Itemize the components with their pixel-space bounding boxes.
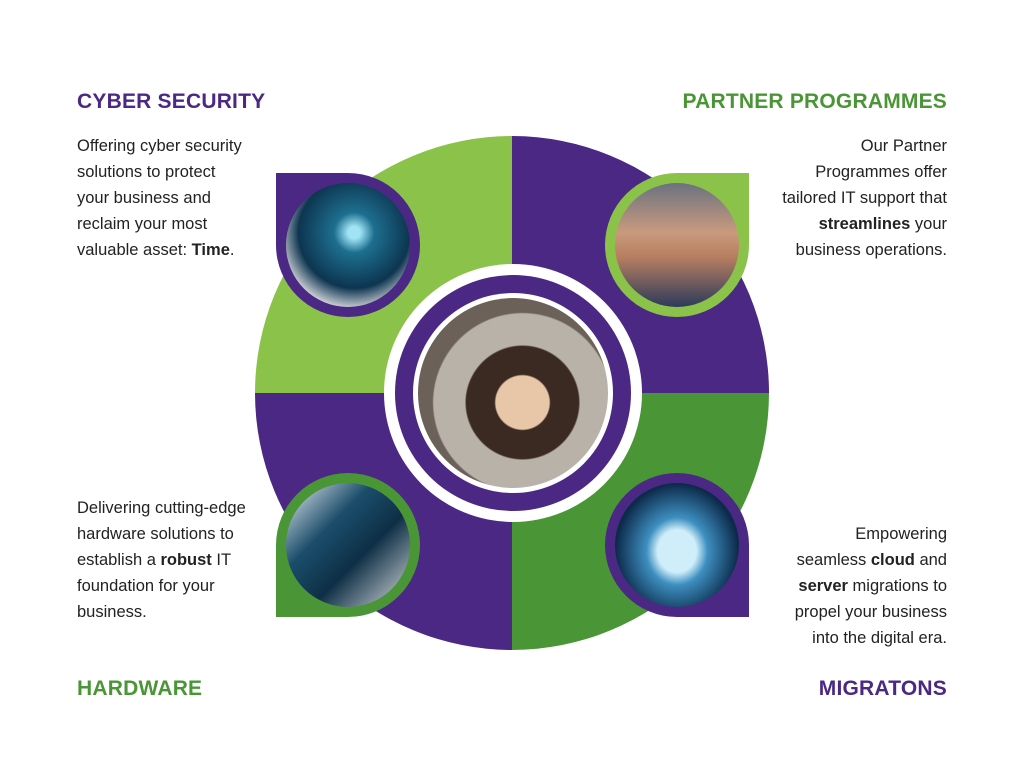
cyber-security-badge (276, 173, 420, 317)
migrations-badge (605, 473, 749, 617)
cyber-security-text: Offering cyber security solutions to pro… (77, 137, 242, 259)
partner-programmes-text: Our Partner Programmes offer tailored IT… (782, 137, 947, 259)
laptop-lock-photo (286, 183, 410, 307)
partner-programmes-title: PARTNER PROGRAMMES (682, 90, 947, 113)
hardware-title: HARDWARE (77, 677, 203, 700)
cloud-server-photo (615, 483, 739, 607)
handshake-photo (615, 183, 739, 307)
migrations-title: MIGRATONS (818, 677, 947, 700)
computers-photo (286, 483, 410, 607)
migrations-text: Empowering seamless cloud and server mig… (794, 525, 947, 647)
partner-programmes-badge (605, 173, 749, 317)
support-agent-photo (418, 298, 608, 488)
cyber-security-title: CYBER SECURITY (77, 90, 266, 113)
hardware-text: Delivering cutting-edge hardware solutio… (77, 499, 246, 621)
hardware-badge (276, 473, 420, 617)
